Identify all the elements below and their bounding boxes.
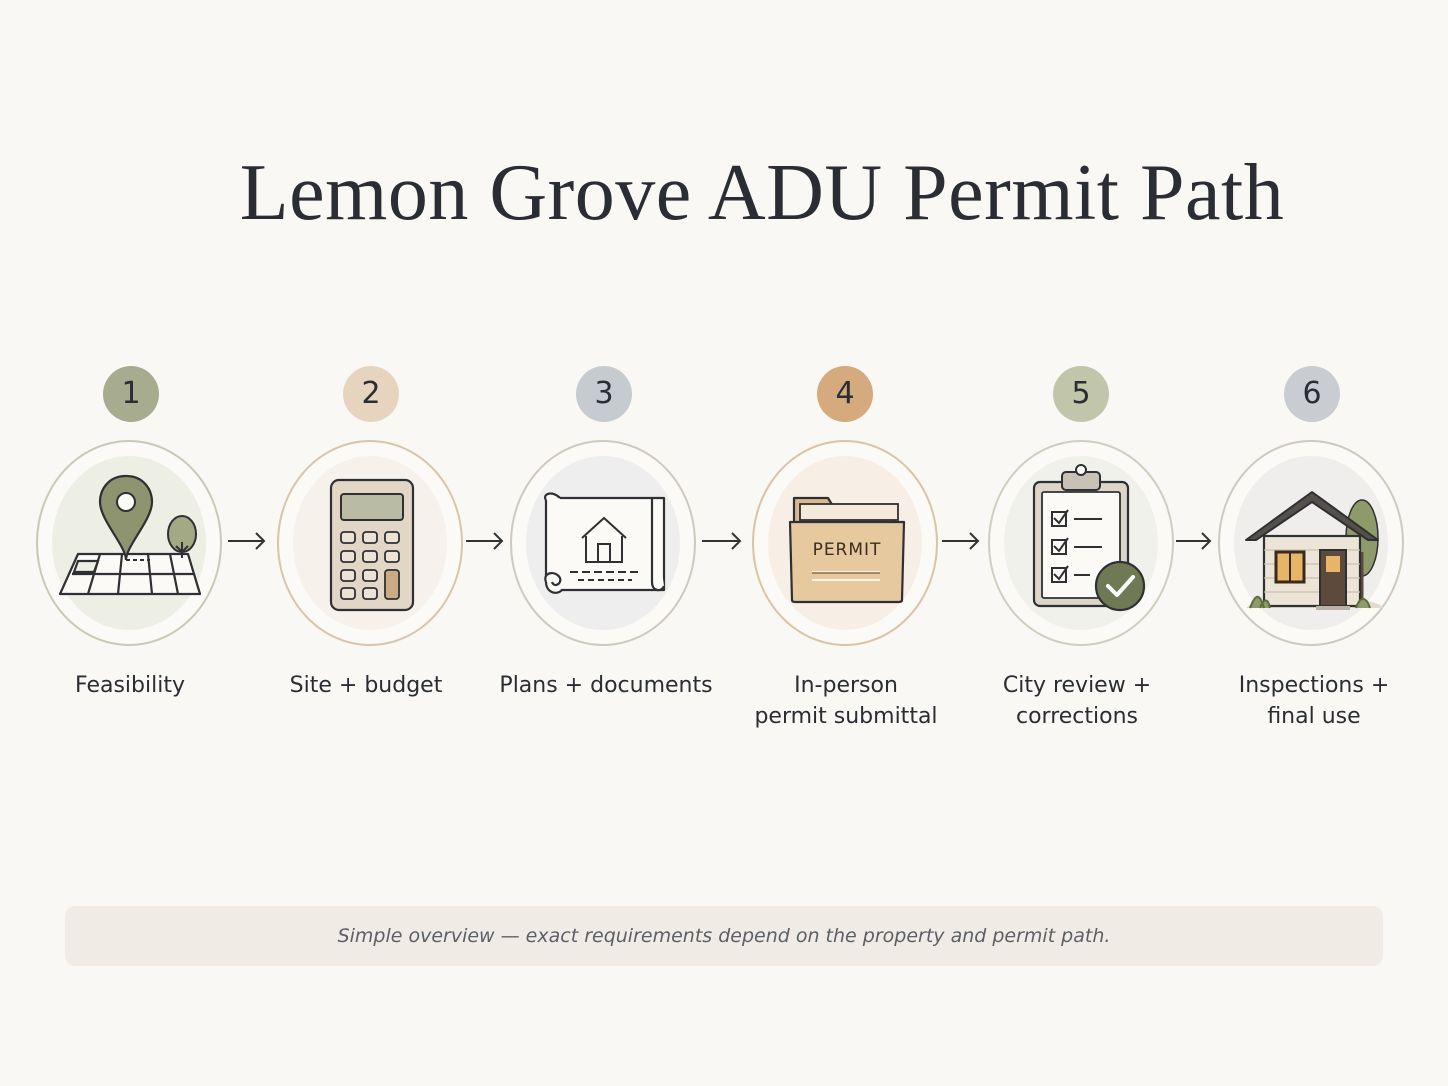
step-number-badge: 4 bbox=[817, 366, 873, 422]
step-number-badge: 3 bbox=[576, 366, 632, 422]
calculator-icon bbox=[329, 478, 415, 612]
step-label: Feasibility bbox=[75, 673, 185, 698]
step-label: In-person permit submittal bbox=[754, 673, 938, 729]
step-icon-ring bbox=[988, 440, 1174, 646]
step-label: Site + budget bbox=[289, 673, 443, 698]
step-icon-ring bbox=[36, 440, 222, 646]
footnote-text: Simple overview — exact requirements dep… bbox=[337, 925, 1111, 947]
permit-text: PERMIT bbox=[812, 540, 882, 560]
step-icon-ring bbox=[277, 440, 463, 646]
page-title: Lemon Grove ADU Permit Path bbox=[239, 149, 1285, 237]
arrow-right-icon bbox=[942, 532, 980, 550]
arrow-right-icon bbox=[1176, 532, 1212, 550]
arrow-right-icon bbox=[228, 532, 266, 550]
permit-folder-icon bbox=[788, 496, 906, 604]
step-number-badge: 1 bbox=[103, 366, 159, 422]
step-number-badge: 5 bbox=[1053, 366, 1109, 422]
step-label: City review + corrections bbox=[1002, 673, 1152, 729]
step-icon-ring: PERMIT bbox=[752, 440, 938, 646]
blueprint-icon bbox=[544, 492, 666, 594]
arrow-right-icon bbox=[702, 532, 742, 550]
step-icon-ring bbox=[1218, 440, 1404, 646]
arrow-right-icon bbox=[466, 532, 504, 550]
step-icon-ring bbox=[510, 440, 696, 646]
clipboard-check-icon bbox=[1032, 464, 1146, 612]
footnote-banner: Simple overview — exact requirements dep… bbox=[65, 906, 1383, 966]
house-icon bbox=[1245, 491, 1384, 610]
step-number-badge: 2 bbox=[343, 366, 399, 422]
step-label: Inspections + final use bbox=[1238, 673, 1390, 729]
map-pin-icon bbox=[58, 474, 202, 596]
step-number-badge: 6 bbox=[1284, 366, 1340, 422]
step-label: Plans + documents bbox=[499, 673, 713, 698]
